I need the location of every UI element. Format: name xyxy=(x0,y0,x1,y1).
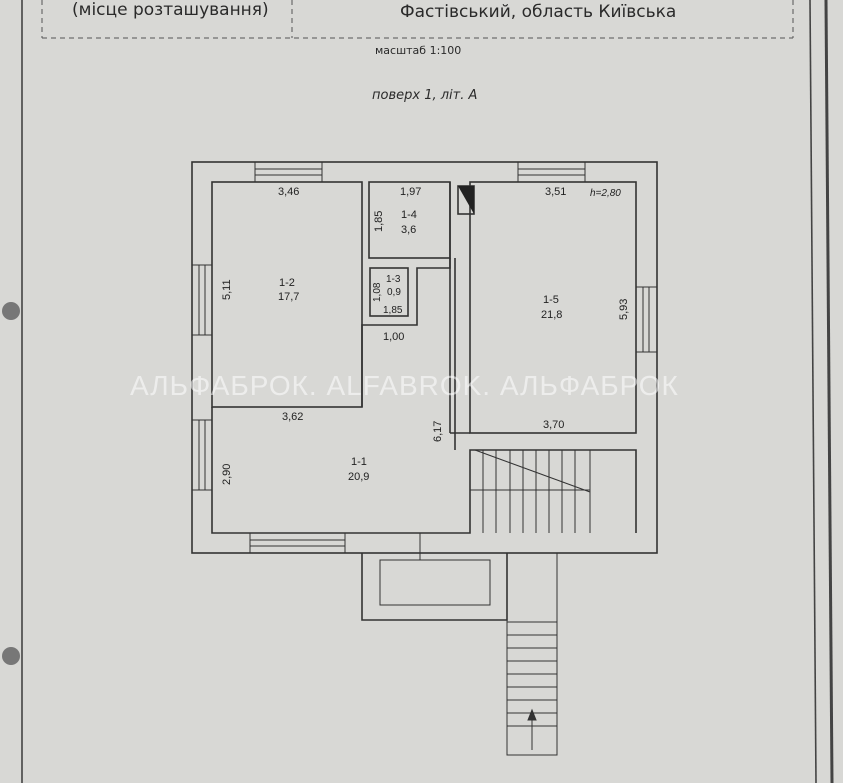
room-1-5-id: 1-5 xyxy=(543,294,559,306)
dim-corridor: 1,00 xyxy=(383,331,404,343)
dim-r15-width: 3,51 xyxy=(545,186,566,198)
room-1-2-area: 17,7 xyxy=(278,291,299,303)
walls xyxy=(191,161,658,554)
location-label: (місце розташування) xyxy=(72,0,269,20)
room-1-1 xyxy=(211,407,637,534)
dim-r15-length: 5,93 xyxy=(618,299,630,320)
page-border xyxy=(21,0,834,783)
height-note: h=2,80 xyxy=(590,188,621,199)
punch-hole xyxy=(2,647,20,665)
room-1-3-id: 1-3 xyxy=(386,274,401,285)
plan-labels: 3,46 5,11 1-2 17,7 3,62 1,97 1,85 1-4 3,… xyxy=(221,186,630,485)
room-1-4-id: 1-4 xyxy=(401,209,417,221)
dim-r13-length: 1,08 xyxy=(372,282,383,302)
scale-label: масштаб 1:100 xyxy=(375,44,462,57)
dim-r14-width: 1,97 xyxy=(400,186,421,198)
watermark: АЛЬФАБРОК. ALFABROK. АЛЬФАБРОК xyxy=(130,370,679,401)
exterior-stairs xyxy=(506,552,558,756)
chimney-fill xyxy=(458,186,474,214)
room-1-3-area: 0,9 xyxy=(387,287,401,298)
room-1-5-area: 21,8 xyxy=(541,309,562,321)
arrow-up-icon xyxy=(527,708,537,721)
room-1-1-area: 20,9 xyxy=(348,471,369,483)
room-1-2-id: 1-2 xyxy=(279,277,295,289)
room-1-3 xyxy=(369,267,409,317)
dim-r11-length: 6,17 xyxy=(432,421,444,442)
dim-r11-height: 2,90 xyxy=(221,464,233,485)
porch xyxy=(361,533,508,621)
dim-r12-width: 3,46 xyxy=(278,186,299,198)
address: Фастівський, область Київська xyxy=(400,2,677,22)
dim-r15-bottom: 3,70 xyxy=(543,419,564,431)
punch-hole xyxy=(2,302,20,320)
room-1-1-id: 1-1 xyxy=(351,456,367,468)
floor-title: поверх 1, літ. А xyxy=(372,88,478,103)
room-1-4-area: 3,6 xyxy=(401,224,416,236)
windows xyxy=(191,161,658,554)
header-box xyxy=(41,0,794,39)
dim-r12-length: 5,11 xyxy=(221,279,233,300)
interior-stairs xyxy=(470,449,591,533)
dim-r12-bottom: 3,62 xyxy=(282,411,303,423)
dim-r13-width: 1,85 xyxy=(383,305,403,316)
dim-r14-length: 1,85 xyxy=(373,211,385,232)
